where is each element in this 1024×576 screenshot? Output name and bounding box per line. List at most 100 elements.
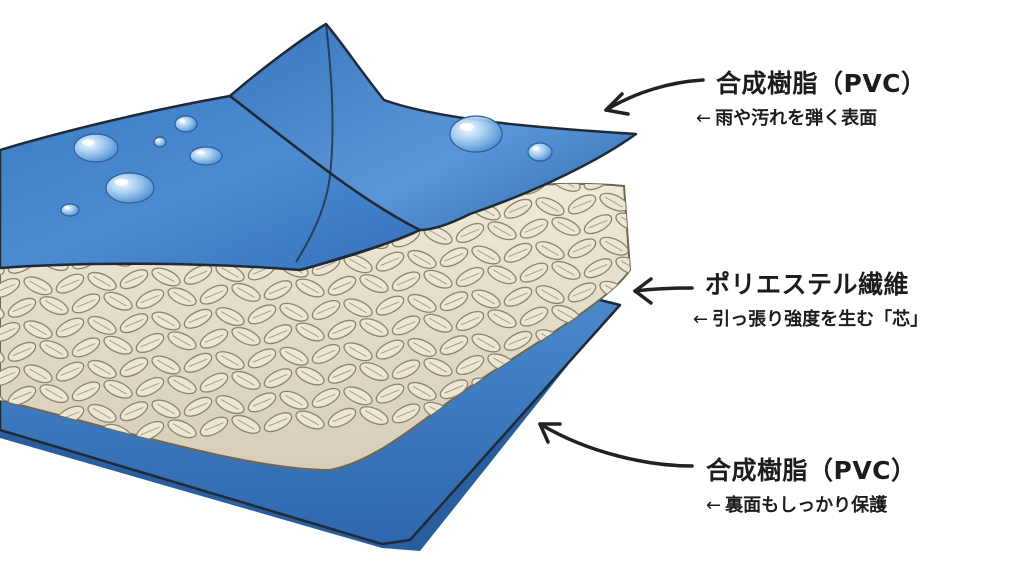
weave-fiber-line xyxy=(508,248,528,258)
weave-fiber-line xyxy=(413,297,431,309)
weave-fiber-line xyxy=(76,343,96,352)
weave-fiber-line xyxy=(653,346,672,357)
weave-fiber-line xyxy=(140,294,160,304)
weave-fiber-line xyxy=(637,370,656,381)
weave-fiber-line xyxy=(621,392,630,404)
water-droplet-icon xyxy=(153,136,167,148)
weave-fiber-line xyxy=(429,317,447,329)
weave-fiber-line xyxy=(508,204,528,214)
water-droplet-icon xyxy=(527,142,553,162)
weave-fiber-line xyxy=(29,280,47,292)
weave-fiber-line xyxy=(460,360,480,370)
weave-fiber-line xyxy=(477,293,495,305)
weave-fiber-line xyxy=(93,319,111,331)
weave-fiber-line xyxy=(157,403,175,415)
weave-fiber-line xyxy=(301,282,319,294)
weave-fiber-line xyxy=(237,374,255,386)
weave-strand xyxy=(615,300,630,320)
weave-fiber-line xyxy=(572,244,592,253)
weave-strand xyxy=(0,256,5,276)
weave-fiber-line xyxy=(541,289,559,301)
weave-fiber-line xyxy=(173,423,191,435)
weave-fiber-line xyxy=(429,273,447,285)
weave-fiber-line xyxy=(124,318,144,328)
weave-fiber-line xyxy=(637,326,656,337)
weave-fiber-line xyxy=(493,313,511,325)
weave-fiber-line xyxy=(221,355,239,367)
weave-fiber-line xyxy=(444,384,464,394)
weave-fiber-line xyxy=(285,350,303,362)
weave-fiber-line xyxy=(365,410,383,422)
weave-fiber-line xyxy=(349,258,367,270)
water-droplet-icon xyxy=(105,172,155,204)
curved-arrow-icon xyxy=(538,422,562,444)
weave-strand xyxy=(645,339,678,365)
weave-fiber-line xyxy=(396,409,416,418)
weave-fiber-line xyxy=(572,288,592,297)
left-arrow-icon: ← xyxy=(693,309,709,330)
weave-fiber-line xyxy=(140,382,160,392)
weave-fiber-line xyxy=(188,314,208,324)
weave-strand xyxy=(567,370,597,391)
weave-fiber-line xyxy=(140,426,160,436)
weave-fiber-line xyxy=(332,281,352,291)
weave-strand xyxy=(645,251,678,277)
weave-fiber-line xyxy=(349,346,367,358)
weave-fiber-line xyxy=(93,407,111,419)
weave-fiber-line xyxy=(332,369,352,379)
weave-fiber-line xyxy=(0,327,16,337)
weave-strand xyxy=(599,368,629,388)
weave-fiber-line xyxy=(493,269,511,281)
weave-fiber-line xyxy=(365,366,383,378)
weave-fiber-line xyxy=(237,286,255,298)
weave-fiber-line xyxy=(493,225,511,237)
weave-fiber-line xyxy=(668,325,687,335)
weave-strand xyxy=(551,392,581,412)
weave-strand xyxy=(661,185,694,210)
middle-layer-description: ←引っ張り強度を生む「芯」 xyxy=(693,307,928,333)
weave-fiber-line xyxy=(29,324,47,336)
weave-fiber-line xyxy=(572,376,592,385)
weave-fiber-line xyxy=(301,414,319,426)
weave-fiber-line xyxy=(444,296,464,306)
weave-fiber-line xyxy=(557,220,575,232)
weave-strand xyxy=(583,183,613,191)
weave-strand xyxy=(583,346,613,367)
weave-fiber-line xyxy=(157,315,175,327)
weave-fiber-line xyxy=(124,274,144,284)
label-top-pvc: 合成樹脂（PVC） ←雨や汚れを弾く表面 xyxy=(696,68,927,132)
weave-fiber-line xyxy=(413,385,431,397)
curved-arrow-icon xyxy=(604,92,630,116)
weave-fiber-line xyxy=(413,253,431,265)
weave-fiber-line xyxy=(380,345,400,354)
weave-fiber-line xyxy=(380,389,400,398)
weave-fiber-line xyxy=(0,371,16,381)
weave-fiber-line xyxy=(60,323,80,332)
weave-fiber-line xyxy=(588,351,608,361)
weave-fiber-line xyxy=(444,340,464,350)
weave-fiber-line xyxy=(45,344,63,356)
weave-fiber-line xyxy=(653,258,672,269)
weave-fiber-line xyxy=(668,369,687,379)
weave-fiber-line xyxy=(316,393,336,403)
weave-fiber-line xyxy=(396,365,416,374)
curved-arrow-icon xyxy=(604,78,705,112)
weave-fiber-line xyxy=(557,183,575,188)
weave-fiber-line xyxy=(620,173,639,183)
weave-fiber-line xyxy=(45,388,63,400)
label-bottom-pvc: 合成樹脂（PVC） ←裏面もしっかり保護 xyxy=(706,455,917,519)
pointer-arrows xyxy=(538,78,705,468)
weave-fiber-line xyxy=(252,354,272,363)
weave-fiber-line xyxy=(653,214,672,225)
middle-layer-subtitle: 引っ張り強度を生む「芯」 xyxy=(712,309,929,330)
weave-fiber-line xyxy=(93,275,111,287)
weave-fiber-line xyxy=(140,338,160,348)
weave-strand xyxy=(645,383,678,409)
weave-fiber-line xyxy=(157,359,175,371)
weave-fiber-line xyxy=(268,373,288,383)
weave-fiber-line xyxy=(76,299,96,308)
weave-fiber-line xyxy=(0,283,16,293)
weave-strand xyxy=(645,207,678,233)
weave-fiber-line xyxy=(349,390,367,402)
